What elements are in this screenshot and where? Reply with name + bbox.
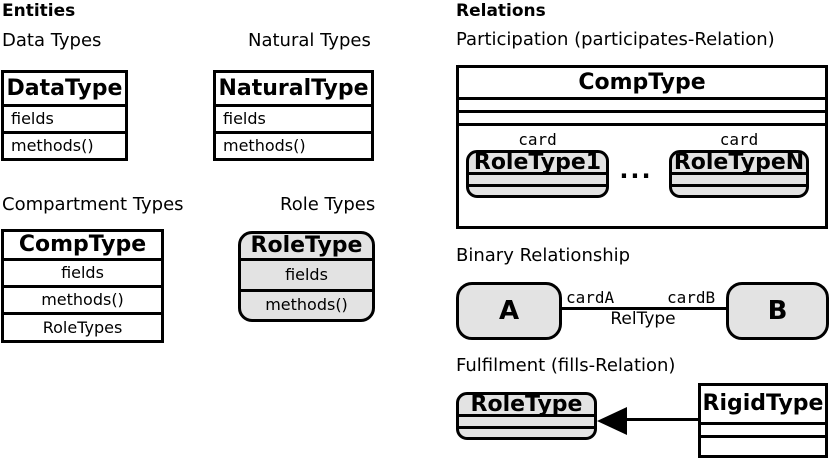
card-label-left: card [518,130,557,149]
fulfilment-roletype-box: RoleType [456,392,597,440]
binary-relation-line [560,307,726,310]
cardb-label: cardB [667,288,716,307]
participation-comptype-title: CompType [578,69,706,95]
participation-roles-compartment: card RoleType1 ... card RoleTypeN [459,123,825,226]
fills-arrowhead-icon [597,407,627,435]
roletype-class-box: RoleType fields methods() [238,231,375,322]
comptype-title: CompType [18,232,147,257]
comptype-class-box: CompType fields methods() RoleTypes [1,229,164,343]
naturaltype-class-box: NaturalType fields methods() [213,70,374,161]
participation-label: Participation (participates-Relation) [456,29,775,50]
compartment-types-label: Compartment Types [2,194,184,215]
comptype-methods-row: methods() [4,285,161,312]
rigidtype-methods-compartment-empty [701,435,825,455]
datatype-class-box: DataType fields methods() [1,70,128,161]
entities-heading: Entities [2,1,76,21]
roletype-fields-row: fields [241,258,372,289]
roletype1-title: RoleType1 [473,150,602,175]
reltype-label: RelType [610,309,676,329]
data-types-label: Data Types [2,30,102,51]
rigidtype-title: RigidType [702,391,824,416]
participation-comptype-box: CompType card RoleType1 ... card RoleTyp… [456,65,828,229]
card-label-right: card [719,130,759,149]
datatype-title: DataType [6,75,123,101]
datatype-fields-row: fields [4,104,125,131]
roletype1-methods-compartment-empty [469,183,606,196]
roletypen-box: RoleTypeN [669,150,809,198]
fulfilment-roletype-fields-compartment-empty [459,414,594,426]
roletype-title: RoleType [250,233,363,258]
entity-a-box: A [456,282,562,340]
roletypen-title: RoleTypeN [673,150,805,175]
roletypen-fields-compartment-empty [672,172,806,184]
carda-label: cardA [566,288,615,307]
roletype1-fields-compartment-empty [469,172,606,184]
fulfilment-roletype-methods-compartment-empty [459,425,594,438]
natural-types-label: Natural Types [248,30,371,51]
comptype-roletypes-row: RoleTypes [4,312,161,340]
roletype1-box: RoleType1 [466,150,609,198]
fulfilment-roletype-title: RoleType [470,392,583,417]
naturaltype-methods-row: methods() [216,131,371,158]
participation-fields-compartment-empty [459,97,825,110]
datatype-methods-row: methods() [4,131,125,158]
rigidtype-fields-compartment-empty [701,422,825,435]
fulfilment-label: Fulfilment (fills-Relation) [456,355,676,376]
comptype-fields-row: fields [4,258,161,285]
naturaltype-fields-row: fields [216,104,371,131]
entity-b-box: B [726,282,829,340]
relations-heading: Relations [456,1,546,21]
naturaltype-title: NaturalType [218,75,369,101]
role-types-label: Role Types [280,194,376,215]
roletypen-methods-compartment-empty [672,183,806,196]
roletype-methods-row: methods() [241,288,372,320]
fills-relation-line [624,418,700,421]
participation-methods-compartment-empty [459,110,825,123]
binary-relationship-label: Binary Relationship [456,245,631,266]
rigidtype-class-box: RigidType [698,383,828,458]
roles-ellipsis: ... [619,156,653,184]
